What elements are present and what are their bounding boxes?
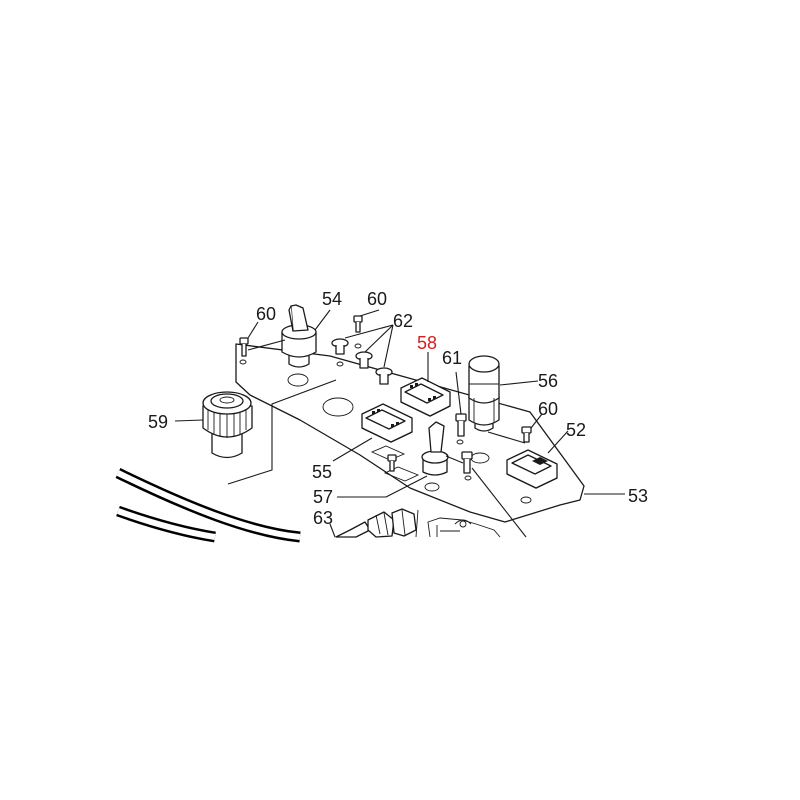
part-60-screw-right (521, 426, 532, 443)
callout-62: 62 (393, 311, 413, 331)
part-56-indicator (468, 355, 500, 432)
part-57-lever-switch (421, 421, 449, 476)
part-60-screw-top (353, 315, 363, 333)
callout-63: 63 (313, 508, 333, 528)
hydraulic-hoses (115, 468, 417, 543)
callout-60-top: 60 (367, 289, 387, 309)
callout-53: 53 (628, 486, 648, 506)
callout-labels: 59 54 60 60 62 58 61 56 60 52 55 53 57 6… (148, 289, 648, 528)
callout-56: 56 (538, 371, 558, 391)
part-62-plug-a (331, 338, 349, 355)
part-54-ignition-switch (281, 304, 317, 368)
part-52-switch (506, 449, 558, 489)
hose-fitting (367, 508, 417, 538)
callout-60-right: 60 (538, 399, 558, 419)
callout-52: 52 (566, 420, 586, 440)
part-62-plug-b (355, 351, 373, 369)
leader-lines (174, 309, 625, 538)
part-59-guide (227, 379, 337, 485)
callout-57: 57 (313, 487, 333, 507)
part-61-screw (455, 413, 467, 437)
part-58-rocker-switch (400, 377, 451, 417)
part-55-rocker-switch (361, 403, 413, 443)
callout-61: 61 (442, 348, 462, 368)
lower-bracket (415, 509, 501, 538)
part-59-fuel-cap (202, 391, 253, 459)
screw-lower-55 (387, 454, 397, 472)
screw-lower-61 (461, 451, 473, 474)
callout-54: 54 (322, 289, 342, 309)
callout-55: 55 (312, 462, 332, 482)
callout-60-left: 60 (256, 304, 276, 324)
callout-58: 58 (417, 333, 437, 353)
part-60-screw-left (239, 337, 249, 357)
callout-59: 59 (148, 412, 168, 432)
part-62-plug-c (375, 367, 393, 385)
